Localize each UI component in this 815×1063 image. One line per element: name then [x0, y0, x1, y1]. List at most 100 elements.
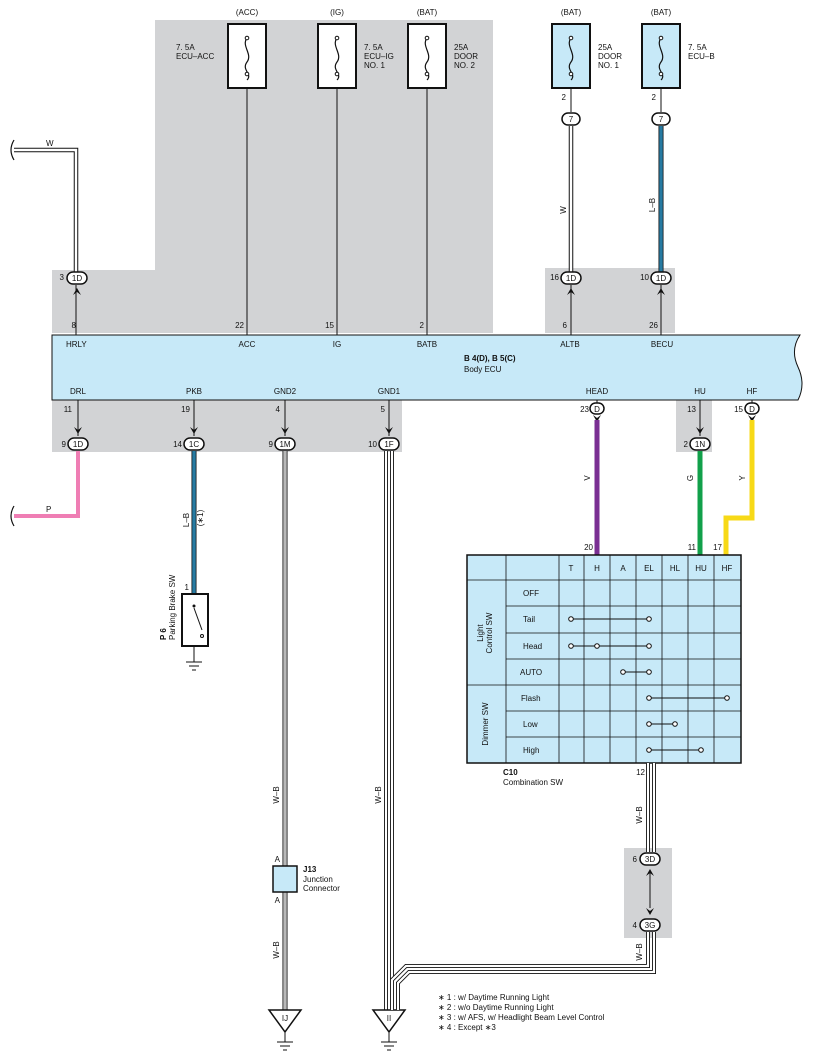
pin-acc-num: 22 — [235, 321, 244, 330]
svg-text:4: 4 — [633, 921, 638, 930]
svg-text:OFF: OFF — [523, 589, 539, 598]
pin-batb-name: BATB — [417, 340, 437, 349]
svg-text:10: 10 — [368, 440, 377, 449]
svg-text:9: 9 — [62, 440, 67, 449]
svg-text:D: D — [749, 405, 755, 414]
svg-text:HF: HF — [722, 564, 733, 573]
fuse-rating: 7. 5A — [364, 43, 383, 52]
wire-hf-y: D Y — [723, 400, 760, 555]
fuse-name-2: NO. 1 — [364, 61, 385, 70]
fuse-rating: 7. 5A — [176, 43, 195, 52]
pin-ig-num: 15 — [325, 321, 334, 330]
fuse-source: (BAT) — [651, 8, 672, 17]
wire-door1-w: 2 W — [559, 88, 574, 335]
pin-ig-name: IG — [333, 340, 341, 349]
combination-sw-name: Combination SW — [503, 778, 563, 787]
pin-altb-num: 6 — [563, 321, 568, 330]
note-2: ∗ 2 : w/o Daytime Running Light — [438, 1003, 554, 1012]
fuse-rating: 25A — [454, 43, 469, 52]
connector-7-door1: 7 — [561, 112, 581, 126]
svg-text:16: 16 — [550, 273, 559, 282]
body-ecu — [51, 334, 803, 401]
pin-drl-name: DRL — [70, 387, 87, 396]
fuse-ecu-acc: (ACC) 7. 5A ECU–ACC — [176, 8, 267, 89]
junction-line1: Junction — [303, 875, 333, 884]
wire-color: W–B — [272, 941, 281, 958]
wire-gnd2-wb: 9 1M W–B W–B — [269, 400, 296, 1010]
pin-pkb-num: 19 — [181, 405, 190, 414]
wire-color: W–B — [635, 806, 644, 823]
wire-ecub-lb: 2 L–B — [648, 88, 664, 335]
pin-hf-num: 15 — [734, 405, 743, 414]
fuse-source: (BAT) — [561, 8, 582, 17]
pin-gnd2-name: GND2 — [274, 387, 297, 396]
pin-becu-name: BECU — [651, 340, 673, 349]
svg-text:7: 7 — [659, 115, 664, 124]
fuse-source: (ACC) — [236, 8, 259, 17]
fuse-name-2: NO. 1 — [598, 61, 619, 70]
connector-1d-altb: 16 1D — [550, 271, 582, 295]
svg-text:6: 6 — [633, 855, 638, 864]
svg-text:2: 2 — [684, 440, 689, 449]
svg-text:HL: HL — [670, 564, 681, 573]
note-3: ∗ 3 : w/ AFS, w/ Headlight Beam Level Co… — [438, 1013, 605, 1022]
pin-head-num: 23 — [580, 405, 589, 414]
connector-1d-becu: 10 1D — [640, 271, 672, 295]
fuse-name: DOOR — [598, 52, 622, 61]
svg-text:1: 1 — [185, 583, 190, 592]
svg-text:Flash: Flash — [521, 694, 541, 703]
svg-text:11: 11 — [688, 543, 697, 552]
combination-switch: T H A EL HL HU HF 20 11 17 Light Control… — [466, 543, 742, 787]
wire-color: P — [46, 505, 51, 514]
ground-ii: II — [371, 1009, 407, 1051]
wire-color: V — [583, 475, 592, 481]
wire-sw-ground-wb: W–B 6 3D 4 3G W–B — [390, 763, 661, 1010]
pin-batb-num: 2 — [420, 321, 425, 330]
svg-text:10: 10 — [640, 273, 649, 282]
wire-drl-p: 9 1D P — [10, 400, 89, 527]
wire-hrly-w: W — [10, 139, 79, 335]
lower-shade-left — [52, 398, 402, 452]
svg-text:3D: 3D — [645, 855, 655, 864]
svg-text:7: 7 — [569, 115, 574, 124]
fuse-door-no2: (BAT) 25A DOOR NO. 2 — [407, 8, 478, 89]
wire-color: G — [686, 475, 695, 481]
wire-gnd1-wb: 10 1F W–B — [368, 400, 400, 1010]
pin-hu-num: 13 — [687, 405, 696, 414]
wire-color: L–B — [182, 513, 191, 527]
svg-text:1N: 1N — [695, 440, 705, 449]
fuse-block-shade — [52, 20, 493, 333]
pin-gnd2-num: 4 — [276, 405, 281, 414]
parking-brake-name: Parking Brake SW — [168, 574, 177, 640]
pin-gnd1-name: GND1 — [378, 387, 401, 396]
fuse-rating: 7. 5A — [688, 43, 707, 52]
svg-text:1C: 1C — [189, 440, 199, 449]
wire-note: (∗1) — [196, 509, 205, 526]
wire-break-icon — [10, 505, 15, 527]
ground-icon — [277, 1032, 293, 1051]
wire-pkb-lb: 14 1C L–B (∗1) — [173, 400, 205, 594]
svg-text:IJ: IJ — [282, 1014, 288, 1023]
pin-drl-num: 11 — [64, 405, 73, 414]
pin-hf-name: HF — [747, 387, 758, 396]
fuse-name: ECU–B — [688, 52, 715, 61]
svg-text:3G: 3G — [645, 921, 656, 930]
svg-text:14: 14 — [173, 440, 182, 449]
pin-pkb-name: PKB — [186, 387, 202, 396]
pin-head-name: HEAD — [586, 387, 608, 396]
svg-text:H: H — [594, 564, 600, 573]
svg-text:A: A — [275, 896, 281, 905]
svg-text:20: 20 — [584, 543, 593, 552]
ground-icon — [186, 646, 202, 671]
svg-text:1D: 1D — [73, 440, 83, 449]
svg-text:17: 17 — [713, 543, 722, 552]
wire-color: W–B — [272, 786, 281, 803]
fuse-source: (IG) — [330, 8, 344, 17]
wire-hu-g: 2 1N G — [684, 400, 711, 555]
svg-text:T: T — [569, 564, 574, 573]
ecu-top-pins: HRLY 8 ACC 22 IG 15 BATB 2 ALTB 6 BECU 2… — [66, 321, 673, 349]
junction-code: J13 — [303, 865, 317, 874]
svg-text:1F: 1F — [384, 440, 393, 449]
svg-text:1D: 1D — [656, 274, 666, 283]
